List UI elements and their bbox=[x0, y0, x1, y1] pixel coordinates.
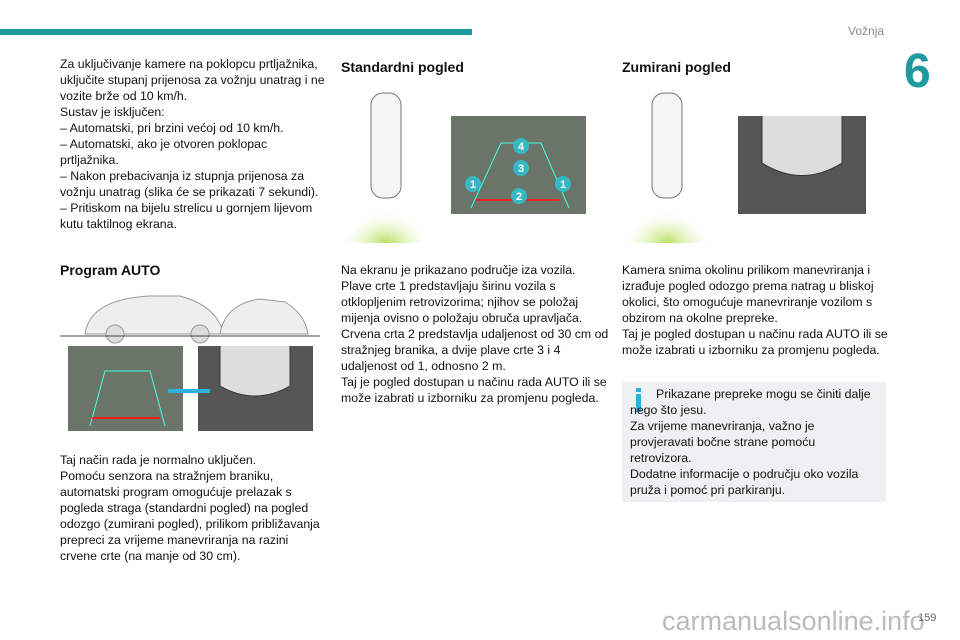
info-note: Prikazane prepreke mogu se činiti dalje … bbox=[622, 382, 886, 502]
standard-view-illustration: 4 3 1 1 2 bbox=[346, 92, 586, 243]
marker-1-right: 1 bbox=[560, 179, 566, 191]
program-auto-heading: Program AUTO bbox=[60, 262, 161, 278]
program-auto-text: Taj način rada je normalno uključen. Pom… bbox=[60, 453, 320, 563]
marker-2: 2 bbox=[516, 191, 522, 203]
marker-4: 4 bbox=[518, 141, 525, 153]
section-title: Vožnja bbox=[848, 24, 885, 38]
page-number: 159 bbox=[918, 612, 937, 624]
zoom-view-illustration bbox=[627, 92, 866, 243]
standard-view-text: Na ekranu je prikazano područje iza vozi… bbox=[341, 263, 609, 405]
watermark: carmanualsonline.info bbox=[662, 606, 925, 636]
marker-3: 3 bbox=[518, 163, 524, 175]
standard-view-heading: Standardni pogled bbox=[341, 59, 464, 75]
auto-mode-illustration bbox=[60, 295, 320, 431]
chapter-number: 6 bbox=[904, 45, 931, 98]
zoom-view-heading: Zumirani pogled bbox=[622, 59, 731, 75]
info-icon bbox=[636, 388, 641, 412]
info-note-text: Prikazane prepreke mogu se činiti dalje … bbox=[630, 387, 871, 497]
header-bar bbox=[0, 29, 472, 35]
marker-1-left: 1 bbox=[470, 179, 476, 191]
intro-text: Za uključivanje kamere na poklopcu prtlj… bbox=[60, 57, 325, 231]
zoom-view-text: Kamera snima okolinu prilikom manevriran… bbox=[622, 263, 888, 357]
